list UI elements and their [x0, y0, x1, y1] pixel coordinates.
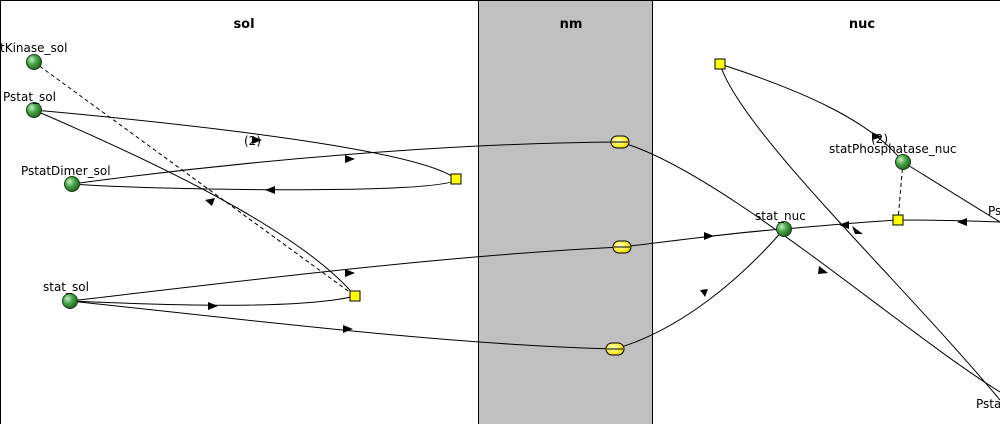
arrowhead [345, 269, 355, 277]
arrowhead [839, 221, 849, 229]
reaction-node-dephosphorylation[interactable] [892, 214, 904, 226]
species-label-stat-sol: stat_sol [43, 280, 89, 294]
edge-dimerization-pstatdimer[interactable] [71, 178, 457, 191]
stoich-dimerization: (2) [244, 134, 261, 148]
arrowhead [208, 302, 218, 310]
transport-node-stat-top[interactable] [612, 240, 632, 254]
species-label-Pstat-nuc: Psta [976, 397, 1000, 411]
edge-phosphatase-modifier[interactable] [897, 161, 904, 221]
arrowhead [343, 325, 353, 333]
species-label-Pstat-sol: Pstat_sol [3, 90, 56, 104]
arrowhead [818, 266, 828, 274]
species-label-statPhosphatase-nuc: statPhosphatase_nuc [829, 142, 957, 156]
edge-stat-sol-phosphorylation[interactable] [69, 295, 356, 306]
species-label-statKinase-sol: tKinase_sol [0, 41, 67, 55]
arrowhead [852, 226, 863, 234]
compartment-nuc[interactable] [652, 0, 1000, 424]
stoich-dissociation: (2) [871, 132, 888, 146]
transport-node-stat-bottom[interactable] [605, 342, 625, 356]
edge-dephos-stat-nuc[interactable] [783, 219, 899, 230]
species-node-stat-sol[interactable] [62, 293, 78, 309]
arrowhead [252, 136, 262, 144]
reaction-node-dissociation[interactable] [714, 58, 726, 70]
edge-dephos-right[interactable] [897, 219, 1000, 223]
compartment-nm[interactable] [478, 0, 653, 424]
edge-import-pstatdimer-nuc[interactable] [619, 141, 1000, 393]
species-node-Pstat-sol[interactable] [26, 102, 42, 118]
compartment-title-nuc: nuc [849, 17, 875, 32]
species-node-statPhosphatase-nuc[interactable] [895, 154, 911, 170]
edge-stat-export-top[interactable] [69, 246, 623, 302]
reaction-node-phosphorylation[interactable] [349, 290, 361, 302]
arrowhead [957, 218, 967, 226]
edge-dissociation-top[interactable] [719, 63, 904, 163]
species-node-PstatDimer-sol[interactable] [64, 176, 80, 192]
edge-phosphatase-right[interactable] [902, 161, 1000, 223]
arrowhead [704, 232, 714, 240]
species-node-stat-nuc[interactable] [776, 221, 792, 237]
edge-stat-import-bottom-nuc[interactable] [614, 228, 785, 350]
species-label-PstatDimer-nuc: Ps [988, 204, 1000, 218]
arrowheads [205, 132, 967, 333]
species-label-PstatDimer-sol: PstatDimer_sol [21, 164, 111, 178]
arrowhead [345, 155, 355, 163]
edge-pstat-sol-phosphorylation[interactable] [33, 109, 356, 297]
arrowhead [205, 198, 215, 206]
edge-pstatdimer-import[interactable] [71, 141, 621, 185]
species-label-stat-nuc: stat_nuc [755, 209, 806, 223]
species-node-statKinase-sol[interactable] [26, 54, 42, 70]
edge-dissociation-descend[interactable] [719, 63, 1000, 401]
edge-kinase-modifier[interactable] [33, 61, 356, 297]
transport-node-pstatdimer[interactable] [610, 135, 630, 149]
reaction-node-dimerization[interactable] [450, 173, 462, 185]
compartment-title-sol: sol [233, 17, 254, 32]
arrowhead [700, 289, 708, 297]
arrowhead [265, 186, 275, 194]
arrowhead [872, 132, 882, 140]
compartment-title-nm: nm [560, 17, 583, 32]
edge-pstat-sol-dimerization[interactable] [33, 109, 457, 180]
